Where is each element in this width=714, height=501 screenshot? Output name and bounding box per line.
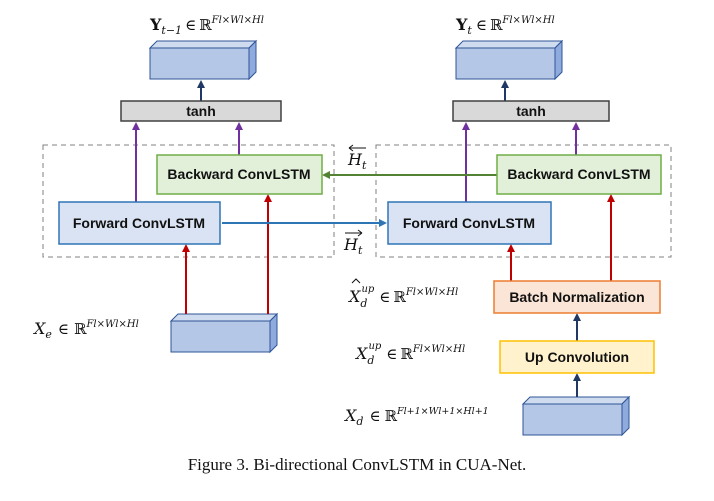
- backward-convlstm-left: Backward ConvLSTM: [156, 154, 323, 195]
- tanh-label-right: tanh: [516, 103, 546, 119]
- svg-text:Xdup∈ℝFl×Wl×Hl: Xdup∈ℝFl×Wl×Hl: [347, 284, 458, 310]
- backward-convlstm-right-label: Backward ConvLSTM: [507, 166, 650, 182]
- backward-convlstm-left-label: Backward ConvLSTM: [167, 166, 310, 182]
- svg-text:Yt−1∈ℝFl×Wl×Hl: Yt−1∈ℝFl×Wl×Hl: [149, 15, 264, 37]
- forward-convlstm-left: Forward ConvLSTM: [58, 201, 221, 245]
- tanh-box-right: tanh: [452, 100, 610, 122]
- label-y-prev: Yt−1∈ℝFl×Wl×Hl: [149, 15, 264, 37]
- label-xd-hat-up: Xdup∈ℝFl×Wl×Hl: [347, 278, 458, 310]
- label-xe: Xe∈ℝFl×Wl×Hl: [32, 319, 139, 341]
- batch-normalization-label: Batch Normalization: [509, 289, 644, 305]
- svg-text:Xd∈ℝFl+1×Wl+1×Hl+1: Xd∈ℝFl+1×Wl+1×Hl+1: [343, 406, 489, 428]
- forward-convlstm-left-label: Forward ConvLSTM: [73, 215, 205, 231]
- tanh-label-left: tanh: [186, 103, 216, 119]
- svg-text:Yt∈ℝFl×Wl×Hl: Yt∈ℝFl×Wl×Hl: [455, 15, 555, 37]
- backward-convlstm-right: Backward ConvLSTM: [496, 154, 662, 195]
- svg-text:Ht: Ht: [343, 235, 363, 257]
- up-convolution-label: Up Convolution: [525, 349, 629, 365]
- right-group-frame: [375, 144, 672, 258]
- label-xd-up: Xdup∈ℝFl×Wl×Hl: [354, 341, 465, 367]
- svg-text:Xe∈ℝFl×Wl×Hl: Xe∈ℝFl×Wl×Hl: [32, 319, 139, 341]
- output-tensor-prev: [148, 39, 258, 81]
- label-xd: Xd∈ℝFl+1×Wl+1×Hl+1: [343, 406, 489, 428]
- decoder-input-tensor: [521, 395, 631, 437]
- forward-convlstm-right-label: Forward ConvLSTM: [403, 215, 535, 231]
- encoder-input-tensor: [169, 312, 279, 354]
- batch-normalization-box: Batch Normalization: [493, 280, 661, 314]
- svg-text:Xdup∈ℝFl×Wl×Hl: Xdup∈ℝFl×Wl×Hl: [354, 341, 465, 367]
- forward-convlstm-right: Forward ConvLSTM: [387, 201, 552, 245]
- tanh-box-left: tanh: [120, 100, 282, 122]
- left-group-frame: [42, 144, 335, 258]
- output-tensor-cur: [454, 39, 564, 81]
- svg-text:Ht: Ht: [347, 150, 367, 172]
- label-h-backward: Ht: [347, 144, 367, 172]
- label-y-cur: Yt∈ℝFl×Wl×Hl: [455, 15, 555, 37]
- label-h-forward: Ht: [343, 229, 363, 257]
- figure-caption: Figure 3. Bi-directional ConvLSTM in CUA…: [187, 455, 527, 474]
- up-convolution-box: Up Convolution: [499, 340, 655, 374]
